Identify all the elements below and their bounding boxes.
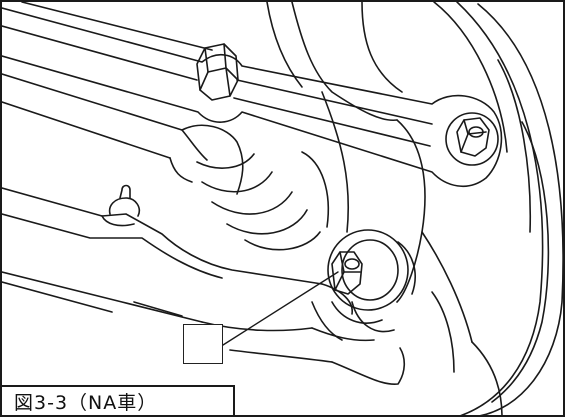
rubber-boot bbox=[181, 124, 330, 251]
lower-joint-nut bbox=[311, 229, 416, 341]
lower-crossmember bbox=[2, 184, 323, 323]
figure-caption: 図3-3（NA車） bbox=[2, 385, 235, 415]
callout-box bbox=[183, 324, 223, 364]
figure-caption-text: 図3-3（NA車） bbox=[14, 391, 158, 414]
steering-knuckle bbox=[266, 2, 426, 303]
trailing-rod bbox=[2, 73, 208, 183]
brake-disc-outline bbox=[433, 2, 563, 415]
hub-lower-detail bbox=[421, 231, 503, 415]
upper-joint-nut bbox=[445, 112, 499, 166]
callout-leader-line bbox=[222, 271, 339, 346]
upper-link bbox=[2, 2, 503, 187]
upper-lock-nut bbox=[196, 43, 239, 101]
